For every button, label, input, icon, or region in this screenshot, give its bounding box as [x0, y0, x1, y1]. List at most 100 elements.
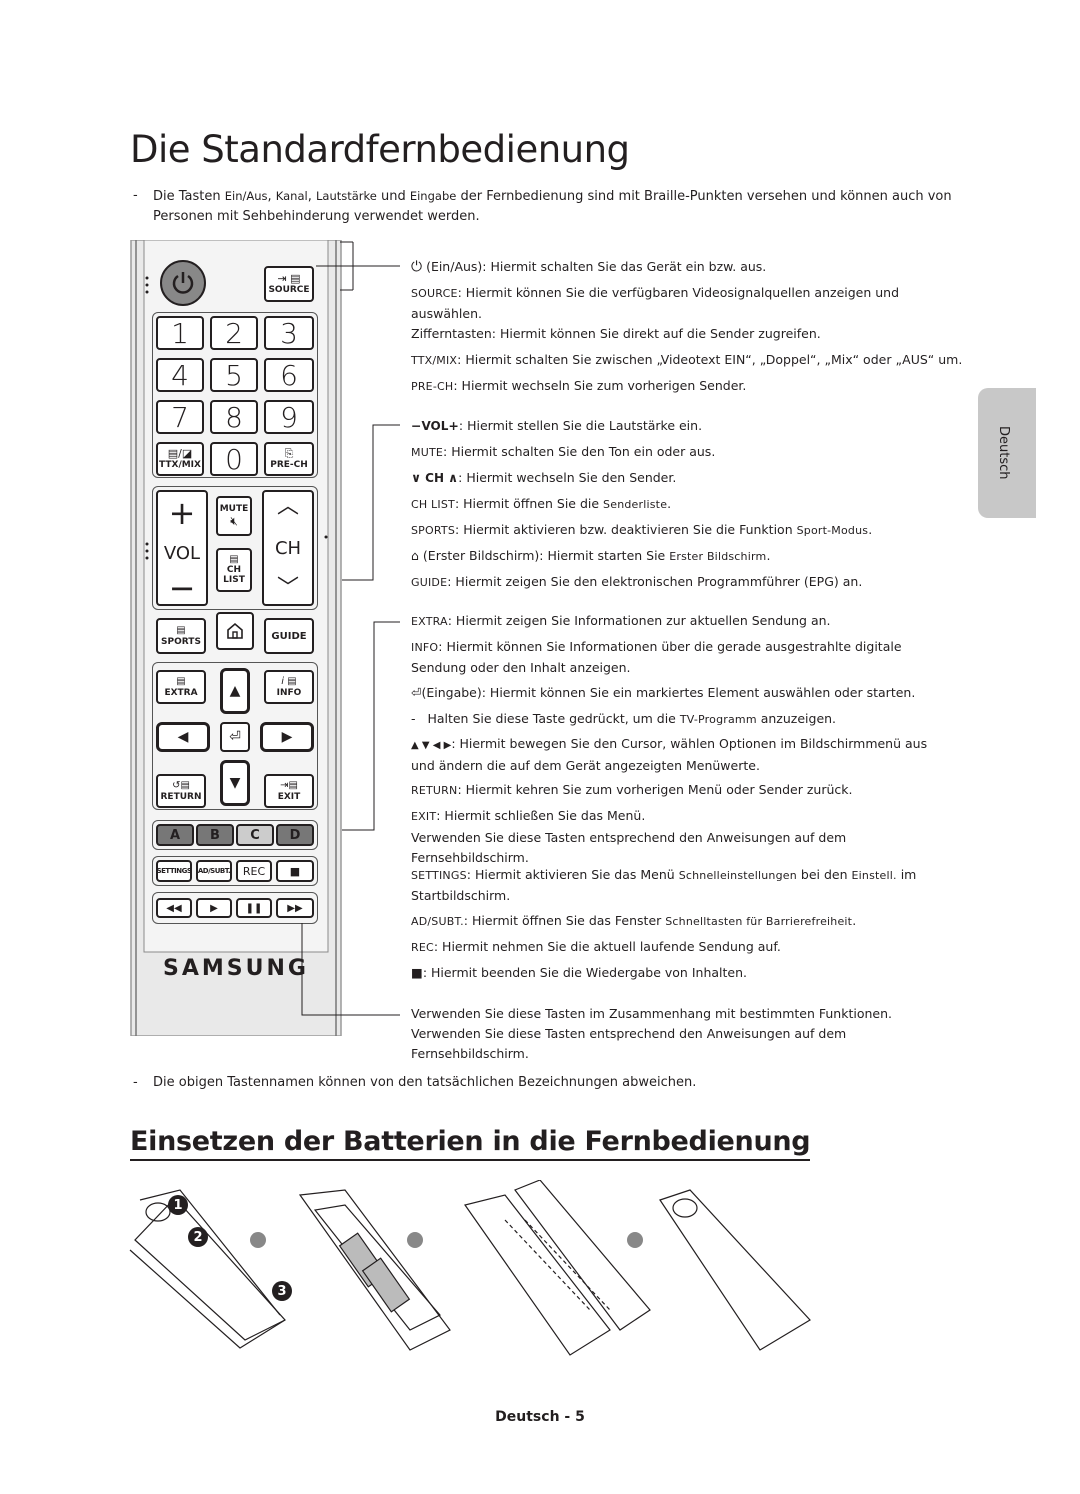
pre-ch-label: PRE-CH [270, 460, 308, 470]
desc-power: ⏻ (Ein/Aus): Hiermit schalten Sie das Ge… [411, 257, 946, 277]
desc-mute: MUTE: Hiermit schalten Sie den Ton ein o… [411, 442, 946, 463]
desc-text: (Eingabe): Hiermit können Sie ein markie… [421, 685, 916, 700]
desc-extra: EXTRA: Hiermit zeigen Sie Informationen … [411, 611, 946, 632]
right-arrow-button[interactable]: ▶ [260, 722, 314, 752]
info-label: INFO [276, 688, 302, 698]
info-button[interactable]: i ▤ INFO [264, 670, 314, 704]
vol-label: VOL [163, 542, 201, 564]
desc-key: MUTE [411, 446, 444, 459]
pause-icon: ❚❚ [245, 902, 263, 914]
color-button-a[interactable]: A [156, 824, 194, 846]
side-tab-label: Deutsch [996, 426, 1011, 480]
left-arrow-button[interactable]: ◀ [156, 722, 210, 752]
source-button[interactable]: ⇥ ▤ SOURCE [264, 266, 314, 302]
info-icon: i ▤ [281, 676, 297, 687]
digit-3-button[interactable]: 3 [264, 316, 314, 350]
digit-7-button[interactable]: 7 [156, 400, 204, 434]
desc-ad-subt: AD/SUBT.: Hiermit öffnen Sie das Fenster… [411, 911, 946, 932]
mute-button[interactable]: MUTE 🔇︎ [216, 496, 252, 536]
desc-text: : Hiermit öffnen Sie die [454, 496, 604, 511]
button-names-note: - Die obigen Tastennamen können von den … [133, 1073, 953, 1093]
digit-5-button[interactable]: 5 [210, 358, 258, 392]
rec-button[interactable]: REC [236, 860, 272, 882]
digit-0-button[interactable]: 0 [210, 442, 258, 476]
color-button-b[interactable]: B [196, 824, 234, 846]
desc-text: Halten Sie diese Taste gedrückt, um die [427, 711, 680, 726]
note-text: der Fernbedienung sind mit Braille-Punkt… [153, 189, 952, 224]
desc-pre-ch: PRE-CH: Hiermit wechseln Sie zum vorheri… [411, 376, 946, 397]
rewind-button[interactable]: ◀◀ [156, 898, 192, 918]
power-button[interactable] [160, 260, 206, 306]
return-button[interactable]: ↺▤ RETURN [156, 774, 206, 808]
digit-2-button[interactable]: 2 [210, 316, 258, 350]
desc-text: : Hiermit aktivieren bzw. deaktivieren S… [455, 522, 797, 537]
play-button[interactable]: ▶ [196, 898, 232, 918]
up-arrow-button[interactable]: ▲ [220, 668, 250, 714]
guide-button[interactable]: GUIDE [264, 618, 314, 654]
arrow-down-icon: ▼ [229, 775, 241, 791]
language-side-tab: Deutsch [978, 388, 1036, 518]
brand-logo-text: SAMSUNG [163, 956, 309, 981]
chevron-up-icon: ∧ [447, 470, 459, 485]
desc-text: : Hiermit wechseln Sie den Sender. [458, 470, 677, 485]
down-arrow-button[interactable]: ▼ [220, 760, 250, 806]
desc-return: RETURN: Hiermit kehren Sie zum vorherige… [411, 780, 946, 801]
desc-key: INFO [411, 641, 439, 654]
color-buttons-group [152, 820, 318, 850]
extra-icon: ▤ [176, 676, 186, 687]
desc-text: : Hiermit schalten Sie den Ton ein oder … [443, 444, 716, 459]
step-number: 1 [173, 1197, 183, 1213]
digit-label: 7 [171, 400, 189, 434]
source-icon: ⇥ ▤ [277, 272, 301, 285]
digit-8-button[interactable]: 8 [210, 400, 258, 434]
note-keyword: Ein/Aus [224, 189, 268, 203]
settings-button[interactable]: SETTINGS [156, 860, 192, 882]
arrow-right-icon: ▶ [281, 729, 293, 745]
digit-label: 2 [225, 316, 243, 350]
battery-steps-illustration [129, 1180, 811, 1356]
note-text: Die obigen Tastennamen können von den ta… [153, 1075, 697, 1090]
digit-label: 4 [171, 358, 189, 392]
ttx-mix-button[interactable]: ▤/◪ TTX/MIX [156, 442, 204, 476]
desc-key: SPORTS [411, 524, 456, 537]
color-button-c[interactable]: C [236, 824, 274, 846]
home-button[interactable] [216, 612, 254, 650]
desc-text: : Hiermit können Sie die verfügbaren Vid… [411, 285, 900, 321]
stop-button[interactable]: ■ [276, 860, 314, 882]
return-label: RETURN [160, 792, 202, 802]
fast-forward-icon: ▶▶ [287, 902, 303, 914]
exit-button[interactable]: ⇥▤ EXIT [264, 774, 314, 808]
desc-key: RETURN [411, 784, 458, 797]
digit-label: 1 [171, 316, 189, 350]
enter-button[interactable]: ⏎ [220, 722, 250, 752]
ch-list-button[interactable]: ▤ CH LIST [216, 548, 252, 592]
chevron-down-icon: ﹀ [276, 576, 299, 601]
digit-9-button[interactable]: 9 [264, 400, 314, 434]
pre-ch-button[interactable]: ⎘ PRE-CH [264, 442, 314, 476]
extra-button[interactable]: ▤ EXTRA [156, 670, 206, 704]
sports-button[interactable]: ▤ SPORTS [156, 618, 206, 654]
step-1-badge: 1 [168, 1195, 188, 1215]
desc-guide: GUIDE: Hiermit zeigen Sie den elektronis… [411, 572, 946, 593]
desc-text: Verwenden Sie diese Tasten im Zusammenha… [411, 1006, 892, 1061]
chevron-up-icon: ︿ [276, 494, 299, 519]
ad-subt-button[interactable]: AD/SUBT. [196, 860, 232, 882]
step-2-badge: 2 [188, 1227, 208, 1247]
plus-icon: + [448, 418, 459, 433]
digit-1-button[interactable]: 1 [156, 316, 204, 350]
digit-6-button[interactable]: 6 [264, 358, 314, 392]
desc-key: EXTRA [411, 615, 448, 628]
arrow-up-icon: ▲ [229, 683, 241, 699]
desc-media: Verwenden Sie diese Tasten im Zusammenha… [411, 1004, 901, 1064]
step-number: 3 [277, 1283, 287, 1299]
volume-up-icon: + [168, 494, 196, 532]
brand-logo: SAMSUNG [130, 956, 342, 981]
color-button-d[interactable]: D [276, 824, 314, 846]
fast-forward-button[interactable]: ▶▶ [276, 898, 314, 918]
channel-rocker[interactable]: ︿ CH ﹀ [262, 490, 314, 606]
desc-text: (Erster Bildschirm): Hiermit starten Sie [422, 548, 670, 563]
pause-button[interactable]: ❚❚ [236, 898, 272, 918]
volume-rocker[interactable]: + VOL − [156, 490, 208, 606]
digit-4-button[interactable]: 4 [156, 358, 204, 392]
